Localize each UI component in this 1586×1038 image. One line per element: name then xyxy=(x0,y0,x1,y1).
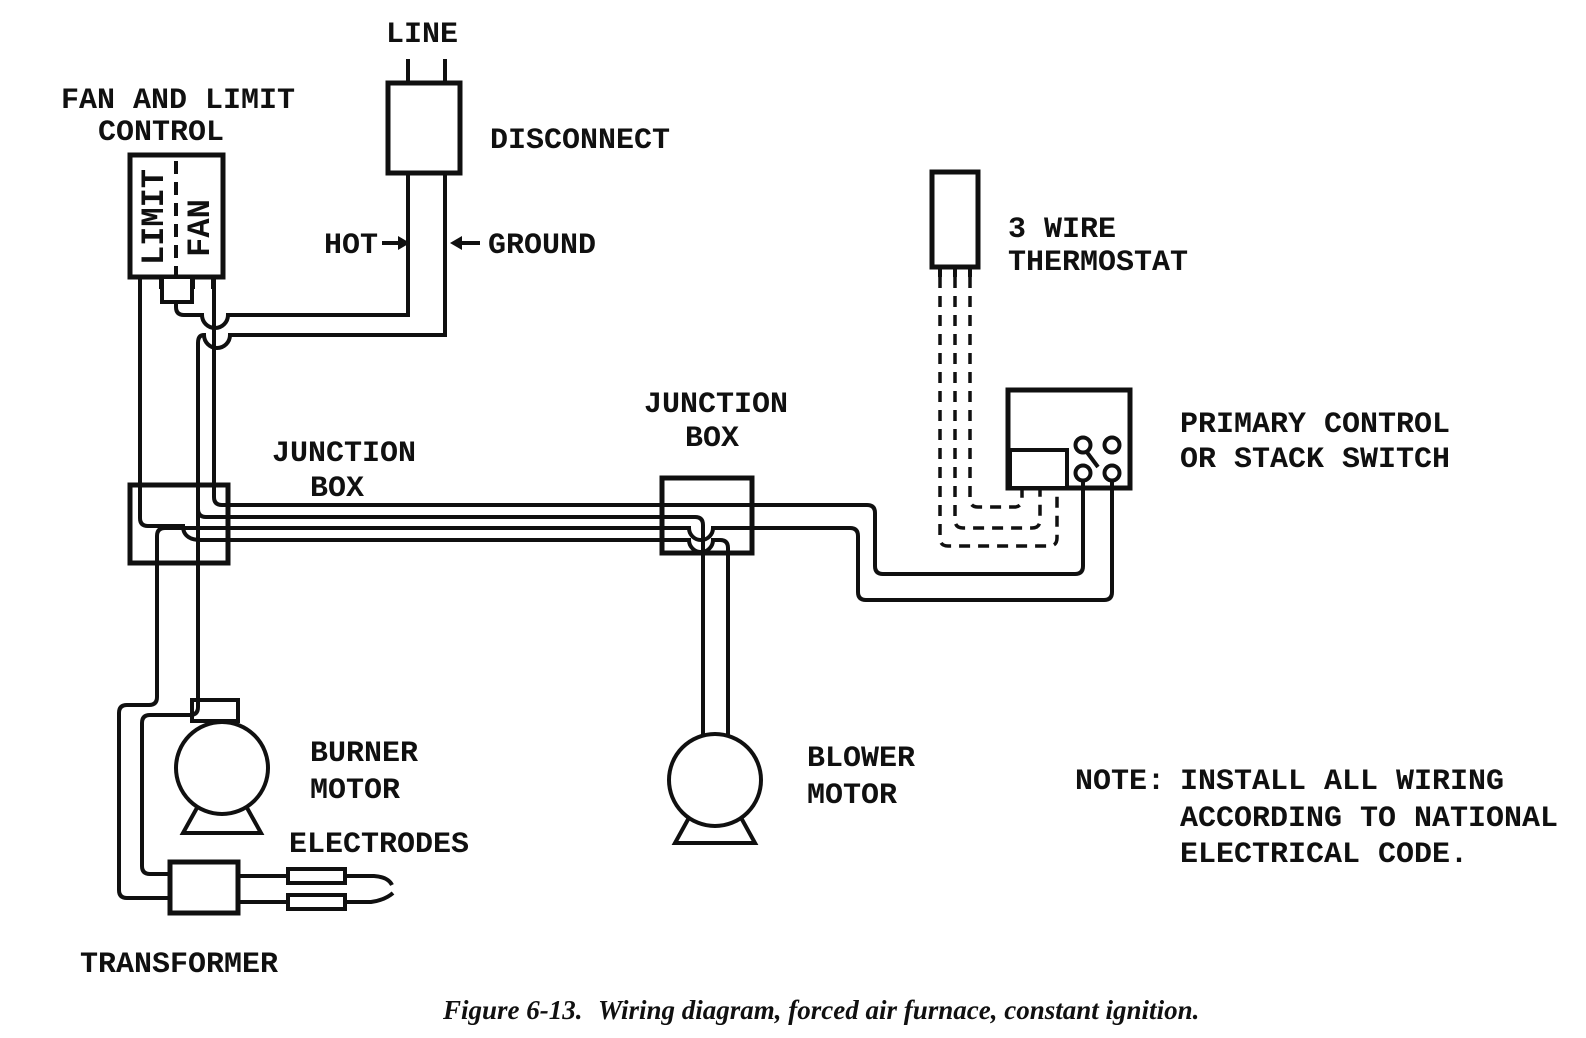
thermostat-label-line1: 3 WIRE xyxy=(1008,213,1116,247)
primary-label-line2: OR STACK SWITCH xyxy=(1180,443,1450,477)
terminal-bottom-left xyxy=(1073,463,1093,483)
disconnect-box xyxy=(385,80,463,176)
thermostat-box xyxy=(929,169,981,270)
burner-label-line2: MOTOR xyxy=(310,774,400,808)
hot-arrow-icon xyxy=(382,236,410,250)
fan-limit-ticks-outer xyxy=(138,278,215,289)
figure-caption: Figure 6-13. Wiring diagram, forced air … xyxy=(442,995,1199,1025)
junction-right-label-line1: JUNCTION xyxy=(644,388,788,422)
wire-h3-to-primary xyxy=(155,481,1114,602)
line-label: LINE xyxy=(386,18,458,52)
wire-h2-to-blower xyxy=(196,508,705,737)
wire-hot xyxy=(174,173,410,330)
electrode-bottom xyxy=(286,893,347,911)
thermostat-wire-3 xyxy=(938,277,1059,548)
wire-loop-transformer xyxy=(117,536,170,900)
wires-dashed xyxy=(938,277,1059,548)
note-prefix: NOTE: xyxy=(1075,765,1165,799)
junction-left-label-line1: JUNCTION xyxy=(272,437,416,471)
junction-box-left xyxy=(127,482,231,566)
burner-motor-circle xyxy=(174,720,270,816)
wire-limit-to-blower xyxy=(138,277,730,737)
junction-left-label-line2: BOX xyxy=(310,472,364,506)
switch-blade xyxy=(1084,449,1100,469)
electrodes-label: ELECTRODES xyxy=(289,828,469,862)
junction-box-right xyxy=(659,475,755,556)
fan-label: FAN xyxy=(182,199,219,257)
electrode-tip-bottom xyxy=(345,891,395,904)
figure-caption-number: Figure 6-13. xyxy=(442,995,583,1025)
burner-label-line1: BURNER xyxy=(310,737,418,771)
thermostat-wire-2 xyxy=(953,277,1042,530)
note-line1: INSTALL ALL WIRING xyxy=(1180,765,1504,799)
limit-label: LIMIT xyxy=(136,169,173,265)
electrode-top xyxy=(286,867,347,885)
note-block: NOTE: INSTALL ALL WIRING ACCORDING TO NA… xyxy=(1075,765,1558,872)
terminal-top-right xyxy=(1102,435,1122,455)
junction-right-label-line2: BOX xyxy=(685,422,739,456)
fan-limit-terminal-box xyxy=(160,275,194,304)
primary-control-subbox xyxy=(1008,448,1069,490)
transformer-label: TRANSFORMER xyxy=(80,948,278,982)
fan-limit-title-line2: CONTROL xyxy=(98,116,224,150)
ground-arrow-icon xyxy=(450,236,480,250)
note-line2: ACCORDING TO NATIONAL xyxy=(1180,802,1558,836)
hot-label: HOT xyxy=(324,229,378,263)
ground-label: GROUND xyxy=(488,229,596,263)
thermostat-label-line2: THERMOSTAT xyxy=(1008,246,1188,280)
primary-control-terminals xyxy=(1073,435,1122,483)
blower-motor-circle xyxy=(667,732,763,828)
primary-label-line1: PRIMARY CONTROL xyxy=(1180,408,1450,442)
fan-limit-title-line1: FAN AND LIMIT xyxy=(61,84,295,118)
wire-ground-transformer xyxy=(140,173,447,876)
terminal-bottom-right xyxy=(1102,463,1122,483)
disconnect-label: DISCONNECT xyxy=(490,124,670,158)
thermostat-wire-1 xyxy=(968,277,1024,509)
wire-fan-to-primary xyxy=(212,277,1085,576)
blower-label-line2: MOTOR xyxy=(807,779,897,813)
transformer-box xyxy=(167,859,241,916)
figure-caption-text: Wiring diagram, forced air furnace, cons… xyxy=(598,995,1199,1025)
note-line3: ELECTRICAL CODE. xyxy=(1180,838,1468,872)
electrode-tip-top xyxy=(345,874,394,887)
fan-limit-control-group xyxy=(127,152,226,304)
wires-solid xyxy=(117,59,1114,904)
blower-label-line1: BLOWER xyxy=(807,742,915,776)
terminal-top-left xyxy=(1073,435,1093,455)
